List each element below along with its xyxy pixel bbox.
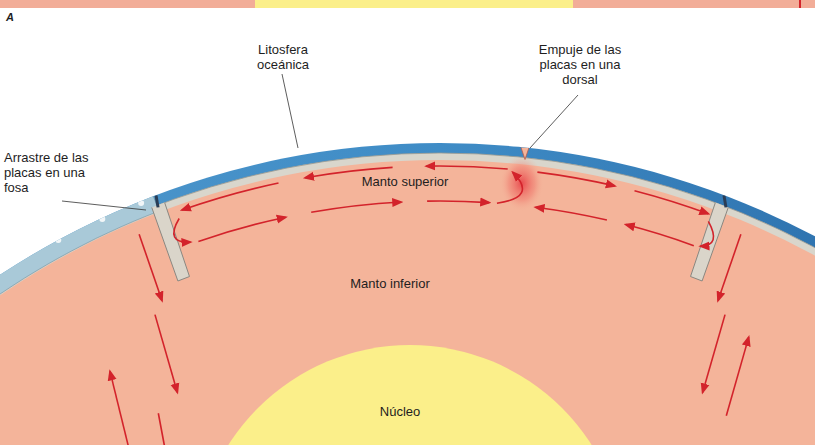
mountain-snow: [55, 237, 61, 243]
leader-line: [62, 201, 146, 210]
figure-letter: A: [6, 10, 26, 25]
convection-arrow: [198, 217, 285, 241]
mountain-snow: [71, 221, 77, 227]
convection-arrow: [635, 191, 709, 214]
process-label: Empuje de las placas en una dorsal: [528, 42, 632, 87]
region-label: Núcleo: [350, 404, 450, 419]
mountain-snow: [116, 201, 122, 207]
region-label: Litosfera oceánica: [240, 42, 326, 72]
convection-arrow: [703, 315, 725, 393]
leader-line: [530, 95, 578, 148]
subducting-slab: [691, 203, 729, 281]
convection-arrow: [701, 221, 714, 246]
convection-arrow: [427, 201, 489, 203]
convection-arrow: [182, 183, 279, 210]
convection-arrow: [718, 234, 741, 300]
mountain-snow: [138, 200, 144, 206]
convection-arrow: [158, 413, 170, 445]
process-label: Arrastre de las placas en una fosa: [4, 150, 94, 195]
convection-arrow: [536, 207, 607, 220]
convection-arrow: [497, 172, 523, 203]
core: [195, 345, 625, 445]
subducting-slab: [152, 203, 190, 281]
mountain-snow: [34, 242, 40, 248]
convection-arrow: [537, 172, 614, 186]
ocean-surface: [0, 143, 815, 445]
convection-arrow: [110, 371, 135, 445]
mantle: [0, 160, 815, 445]
previous-figure-strip: [0, 0, 815, 8]
leader-line: [282, 74, 298, 148]
convection-arrow: [726, 337, 748, 416]
convection-arrow: [311, 202, 401, 212]
oceanic-lithosphere: [0, 153, 815, 445]
convection-arrow: [174, 219, 191, 243]
mountain-snow: [99, 216, 105, 222]
convection-arrow: [155, 315, 177, 393]
convection-arrow: [626, 225, 694, 246]
convection-arrow: [139, 234, 162, 300]
previous-figure-core: [255, 0, 573, 8]
trench: [724, 195, 726, 207]
region-label: Manto inferior: [320, 276, 460, 291]
previous-figure-arrow: [799, 0, 801, 8]
mid-ocean-ridge: [521, 148, 529, 160]
convection-arrow: [426, 166, 507, 169]
continent: [0, 193, 159, 308]
trench: [156, 195, 158, 207]
region-label: Manto superior: [340, 174, 470, 189]
